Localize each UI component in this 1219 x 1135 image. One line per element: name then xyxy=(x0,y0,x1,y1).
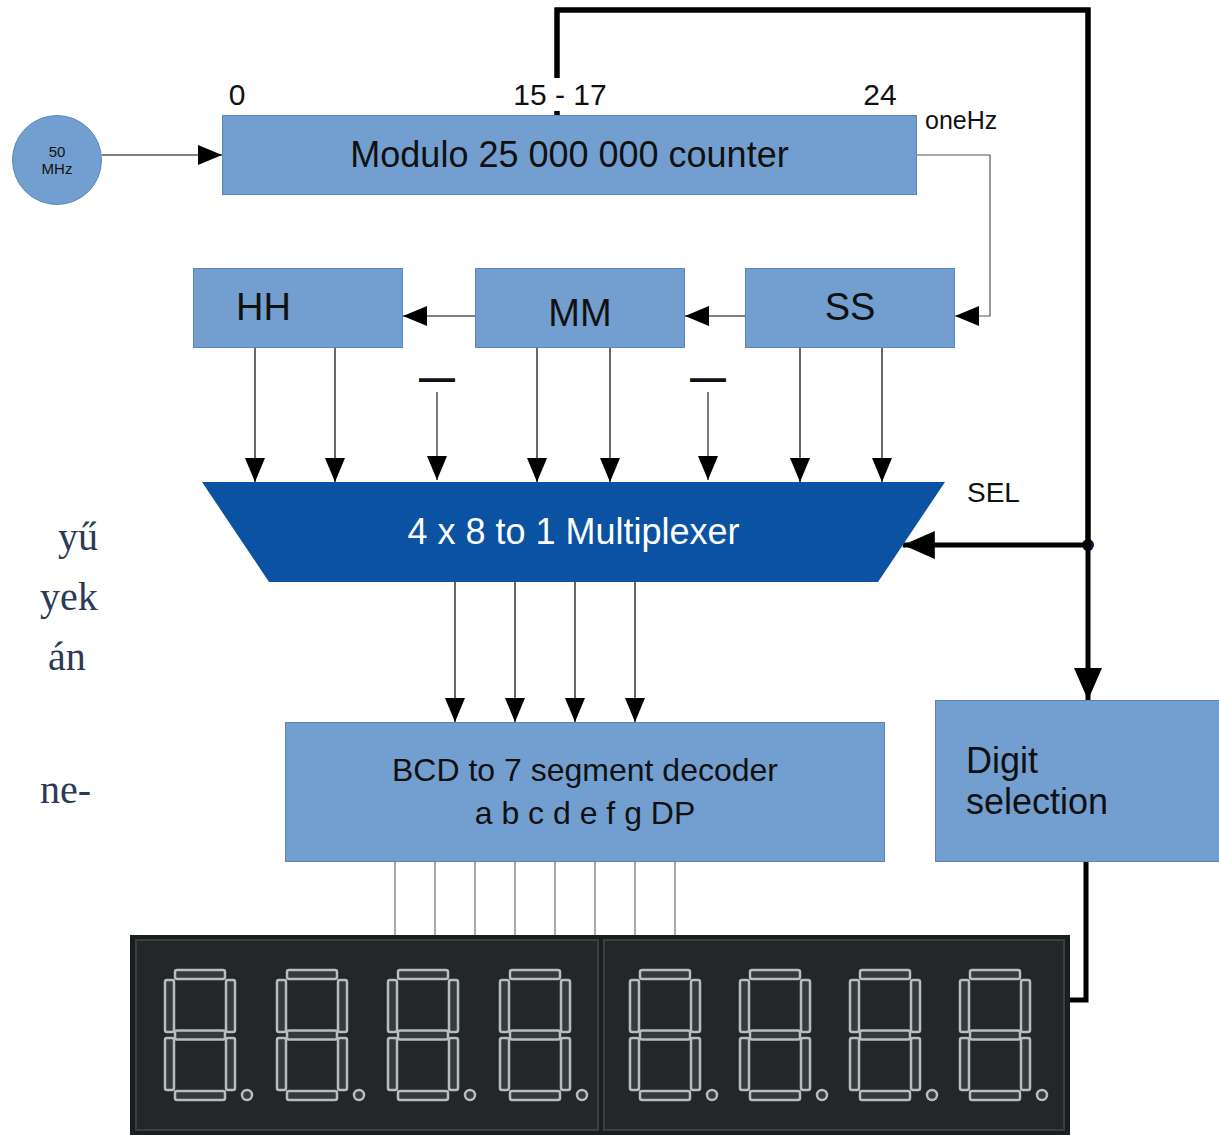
select-bus xyxy=(557,10,1088,700)
clock-source: 50 MHz xyxy=(12,115,102,205)
segment-wires xyxy=(395,862,675,936)
cropped-text: yű xyxy=(58,515,98,559)
seven-segment-display xyxy=(130,935,1070,1135)
register-box: MM xyxy=(475,268,685,348)
signal-arrow xyxy=(881,348,882,482)
cropped-text: án xyxy=(48,635,86,679)
digit-select-wire xyxy=(1068,862,1086,1000)
constant-input-wire xyxy=(436,392,437,480)
signal-arrow xyxy=(102,154,222,155)
bit-index: 0 xyxy=(229,78,246,111)
digit-select-box: Digit selection xyxy=(935,700,1219,862)
cropped-text: ne- xyxy=(40,768,91,812)
constant-symbol: — xyxy=(419,358,455,398)
node-title: Digit selection xyxy=(966,740,1176,823)
counter-box: Modulo 25 000 000 counter xyxy=(222,115,917,195)
register-box: SS xyxy=(745,268,955,348)
cropped-text: yek xyxy=(40,575,98,619)
node-title: HH xyxy=(236,286,291,330)
signal-arrow xyxy=(334,348,335,482)
register-box: HH xyxy=(193,268,403,348)
signal-arrow xyxy=(574,582,575,722)
node-title: 50 MHz xyxy=(32,143,82,178)
signal-arrow xyxy=(254,348,255,482)
bit-index: 24 xyxy=(863,78,896,111)
constant-symbol: — xyxy=(690,358,726,398)
signal-arrow xyxy=(685,315,745,316)
node-title: BCD to 7 segment decoder xyxy=(392,752,778,789)
signal-arrow xyxy=(799,348,800,482)
node-title: Modulo 25 000 000 counter xyxy=(350,134,788,175)
signal-arrow xyxy=(634,582,635,722)
bit-index: 15 - 17 xyxy=(509,78,610,111)
signal-arrow xyxy=(609,348,610,482)
signal-name: SEL xyxy=(967,478,1020,509)
multiplexer-outline xyxy=(202,482,945,582)
node-title: 4 x 8 to 1 Multiplexer xyxy=(407,511,739,552)
signal-arrow xyxy=(403,315,475,316)
signal-arrow xyxy=(514,582,515,722)
signal-arrow xyxy=(536,348,537,482)
signal-arrow xyxy=(454,582,455,722)
decoder-box: BCD to 7 segment decoder a b c d e f g DP xyxy=(285,722,885,862)
signal-name: oneHz xyxy=(925,107,997,135)
multiplexer: 4 x 8 to 1 Multiplexer xyxy=(202,482,945,582)
constant-input-wire xyxy=(707,392,708,480)
node-body: a b c d e f g DP xyxy=(475,795,696,832)
node-title: MM xyxy=(548,292,611,336)
node-title: SS xyxy=(825,286,876,330)
